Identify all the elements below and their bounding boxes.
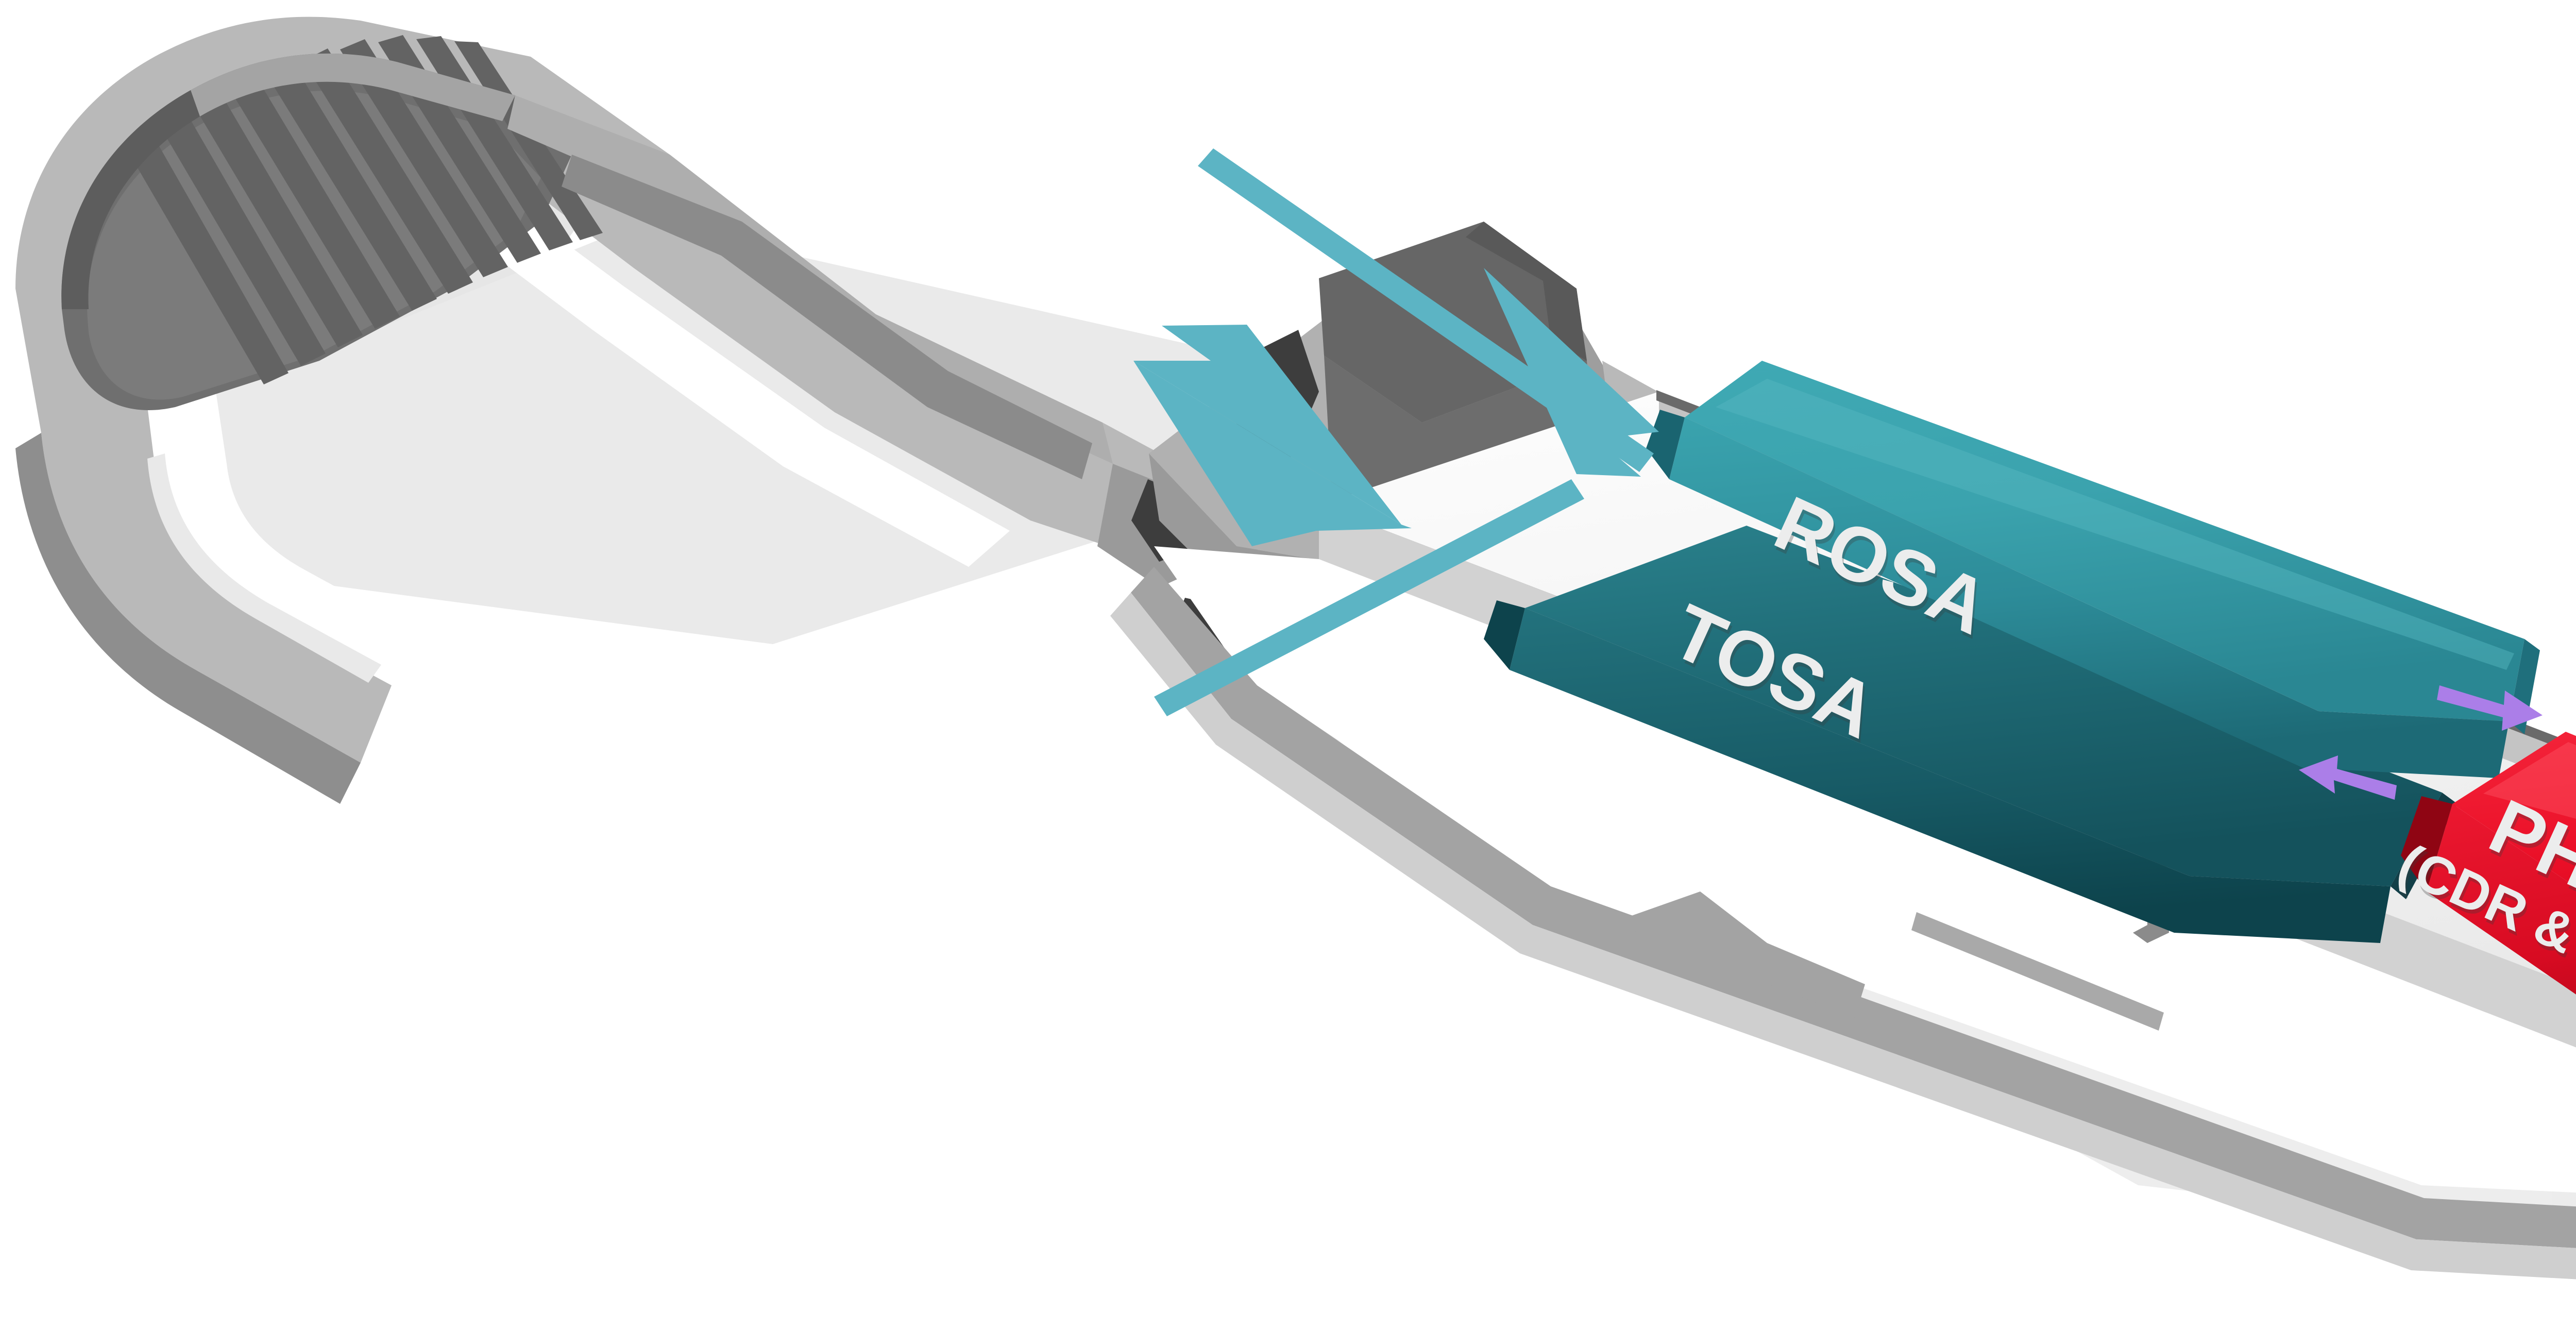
electrical-arrow-from-phy [2299,755,2397,800]
electrical-signal-arrows [2299,685,2543,800]
rosa-front-face [1669,417,2509,778]
optical-arrow-tx-head [1484,268,1659,477]
bail-window-inner-highlight [147,453,381,683]
rosa-block [1646,361,2540,778]
tosa-front-face [1510,608,2391,943]
optical-arrow-tx-out [1198,148,1659,477]
tosa-top-face [1525,526,2442,886]
tosa-left-cap [1484,600,1525,670]
optical-signal-arrows [1133,148,1659,716]
bail-grip-left-edge [61,90,200,309]
phy-chip-front-face [2427,804,2576,995]
pcb-trace-line [1911,912,2164,1031]
rosa-specular-highlight [1716,379,2514,670]
electrical-arrow-to-phy-glyph [2437,685,2543,731]
housing-lower-white [1154,546,2576,1193]
rosa-top-face [1685,361,2524,721]
optical-arrow-rx-in [1133,325,1584,716]
bail-latch-handle[interactable] [15,16,1273,804]
housing-bottom-notch [1613,891,1865,1018]
phy-chip-block [2401,732,2576,995]
electrical-arrow-from-phy-glyph [2299,755,2397,800]
rosa-left-cap [1646,410,1685,479]
optical-port-top-bevel [1466,222,1587,361]
housing-lower-body [1110,546,2576,1280]
electrical-arrow-to-phy [2437,685,2543,731]
bail-upper-arm-shadow [562,155,1092,479]
optical-arrow-rx-shaft [1154,479,1584,716]
phy-chip-top-face [2452,732,2576,887]
optical-arrow-rx-head-fill [1133,361,1412,546]
optical-arrow-rx-head [1133,325,1401,525]
phy-chip-left-cap [2401,796,2452,891]
bail-outer-rim-shadow [15,433,361,804]
phy-chip-specular-highlight [2483,742,2576,819]
bail-grip-top-edge [191,53,515,121]
